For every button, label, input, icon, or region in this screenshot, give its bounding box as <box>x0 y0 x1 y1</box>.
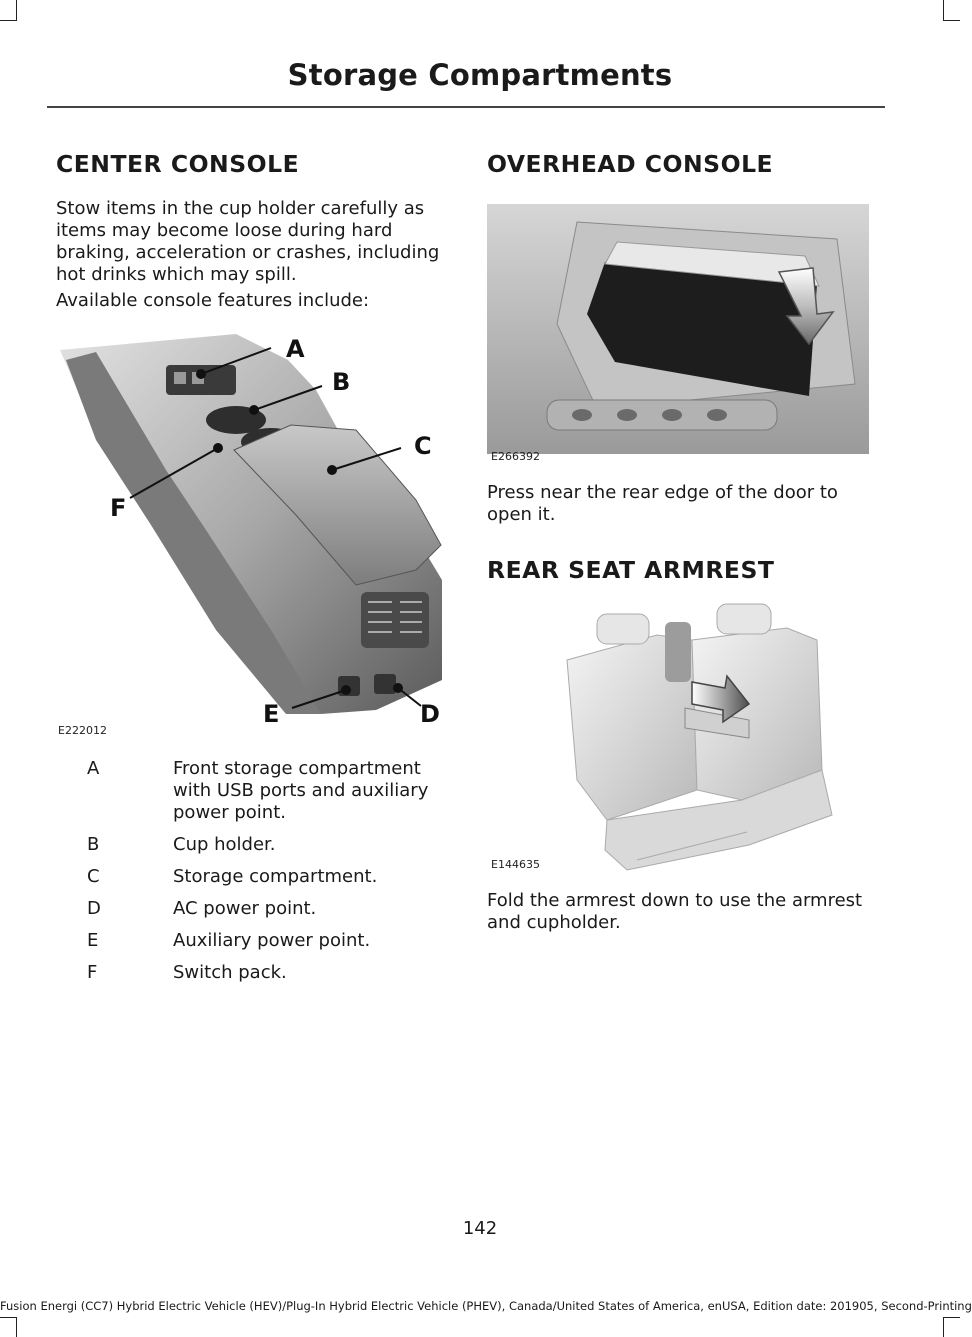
overhead-console-heading: OVERHEAD CONSOLE <box>487 150 774 178</box>
legend-text: Front storage compartment with USB ports… <box>173 758 429 823</box>
crop-mark <box>943 0 944 20</box>
center-console-intro: Stow items in the cup holder carefully a… <box>56 198 440 285</box>
legend-key: E <box>87 930 99 951</box>
legend-text: Auxiliary power point. <box>173 930 371 951</box>
callout-f: F <box>110 494 126 522</box>
crop-mark <box>943 1317 944 1337</box>
rear-seat-armrest-text: Fold the armrest down to use the armrest… <box>487 890 863 933</box>
callout-d: D <box>420 700 440 728</box>
overhead-console-figure: E266392 <box>487 204 869 466</box>
figure-code: E222012 <box>58 724 107 737</box>
legend-row: E Auxiliary power point. <box>56 930 450 962</box>
legend-row: B Cup holder. <box>56 834 450 866</box>
legend-row: F Switch pack. <box>56 962 450 994</box>
callout-c: C <box>414 432 432 460</box>
legend-key: B <box>87 834 100 855</box>
center-console-heading: CENTER CONSOLE <box>56 150 300 178</box>
overhead-console-text: Press near the rear edge of the door to … <box>487 482 838 525</box>
overhead-console-illustration: E266392 <box>487 204 869 463</box>
crop-mark <box>16 1317 17 1337</box>
callout-e: E <box>263 700 279 728</box>
legend-key: C <box>87 866 100 887</box>
legend-key: A <box>87 758 100 779</box>
legend-text: Storage compartment. <box>173 866 378 887</box>
page-number: 142 <box>462 1218 498 1239</box>
crop-mark <box>943 20 960 21</box>
center-console-figure: A B C D E F E222012 <box>56 330 450 742</box>
crop-mark <box>0 1317 17 1318</box>
callout-b: B <box>332 368 350 396</box>
callout-a: A <box>286 335 305 363</box>
header-divider <box>47 106 885 108</box>
legend-row: D AC power point. <box>56 898 450 930</box>
crop-mark <box>943 1317 960 1318</box>
rear-seat-armrest-heading: REAR SEAT ARMREST <box>487 556 775 584</box>
page-footer: Fusion Energi (CC7) Hybrid Electric Vehi… <box>0 1299 972 1313</box>
figure-code: E266392 <box>491 450 540 463</box>
page-header-title: Storage Compartments <box>287 58 673 92</box>
crop-mark <box>0 20 17 21</box>
center-console-illustration: A B C D E F E222012 <box>58 334 442 737</box>
rear-seat-armrest-figure: E144635 <box>487 600 869 876</box>
legend-row: C Storage compartment. <box>56 866 450 898</box>
legend-key: D <box>87 898 101 919</box>
legend-text: Switch pack. <box>173 962 287 983</box>
crop-mark <box>16 0 17 20</box>
legend-key: F <box>87 962 98 983</box>
legend-row: A Front storage compartment with USB port… <box>56 758 450 834</box>
legend-text: Cup holder. <box>173 834 276 855</box>
features-intro: Available console features include: <box>56 290 370 311</box>
legend-text: AC power point. <box>173 898 317 919</box>
console-legend: A Front storage compartment with USB port… <box>56 758 450 994</box>
rear-seat-armrest-illustration: E144635 <box>491 603 833 871</box>
figure-code: E144635 <box>491 858 540 871</box>
